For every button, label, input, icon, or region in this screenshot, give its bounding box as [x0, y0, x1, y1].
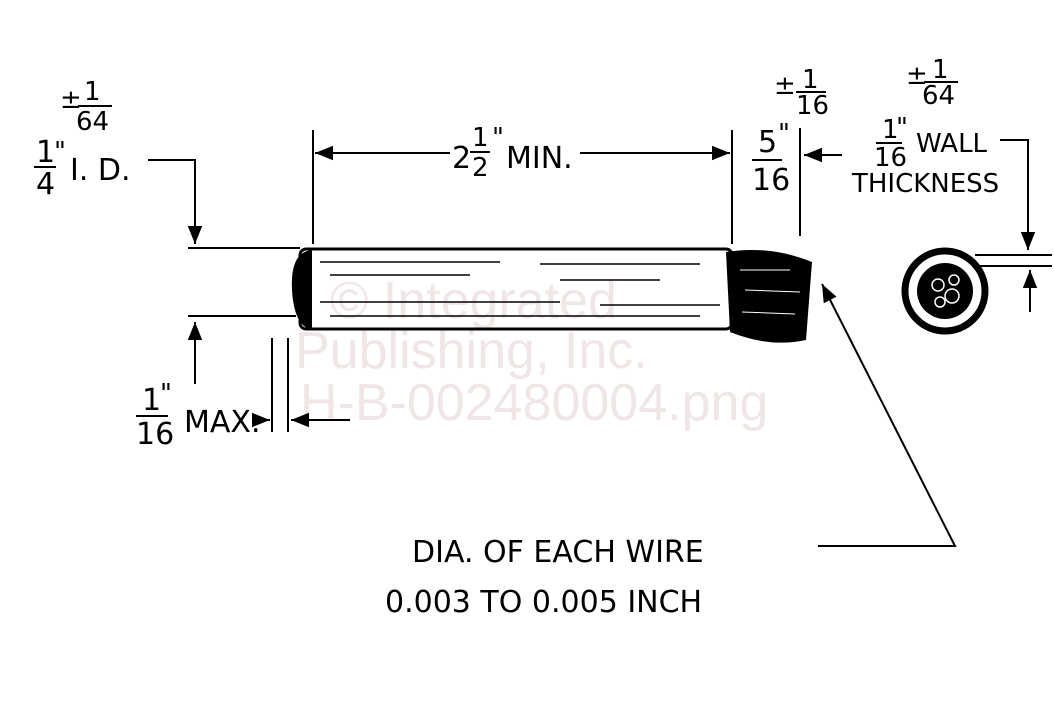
diagram-length-whole-label: 2 [452, 141, 471, 176]
diagram-wall-tol-sign-label: ± [906, 61, 928, 91]
watermark-line-1: © Integrated [330, 272, 617, 330]
tube-cross-section [901, 247, 989, 335]
diagram-brush-length-tol-num-label: 1 [802, 65, 819, 95]
diagram-inner-diameter-value-den-label: 4 [36, 167, 55, 202]
diagram-length-label-label: MIN. [506, 141, 573, 176]
watermark: © Integrated Publishing, Inc. H-B-002480… [295, 272, 768, 432]
diagram-inner-diameter-value-num-label: 1 [36, 135, 55, 170]
brush-length-dimension: 5 " 16 ± 1 16 [752, 65, 842, 236]
tube [291, 247, 734, 331]
diagram-brush-length-inch-label: " [778, 119, 790, 149]
diagram-wall-num-label: 1 [882, 115, 899, 145]
diagram-brush-length-tol-sign-label: ± [774, 71, 796, 101]
length-dimension: 2 1 2 " MIN. [312, 123, 733, 244]
watermark-line-3: H-B-002480004.png [300, 374, 768, 432]
inner-diameter-dimension: ± 1 64 1 " 4 I. D. [34, 77, 300, 317]
diagram-wire-line-1-label: DIA. OF EACH WIRE [412, 535, 704, 570]
diagram-inner-diameter-tol-sign-label: ± [60, 85, 82, 115]
diagram-wall-tol-den-label: 64 [922, 81, 955, 111]
wire-brush [726, 249, 812, 343]
diagram-inner-diameter-tol-den-label: 64 [76, 107, 109, 137]
diagram-wall-den-label: 16 [874, 143, 907, 173]
diagram-wall-label-1-label: WALL [916, 129, 988, 159]
diagram-length-inch-label: " [492, 123, 504, 153]
diagram-cap-den-label: 16 [136, 417, 174, 452]
brush-texture [740, 269, 801, 315]
diagram-wire-line-2-label: 0.003 TO 0.005 INCH [385, 585, 702, 620]
diagram-wall-label-2-label: THICKNESS [851, 169, 999, 199]
wall-thickness-dimension: ± 1 64 1 " 16 WALL THICKNESS [851, 55, 1052, 335]
diagram-cap-num-label: 1 [142, 383, 161, 418]
wire-callout: DIA. OF EACH WIRE 0.003 TO 0.005 INCH [385, 283, 957, 620]
diagram-inner-diameter-tol-num-label: 1 [84, 77, 101, 107]
cap-dimension: 1 " 16 MAX. [136, 322, 350, 452]
diagram-length-num-label: 1 [472, 123, 489, 153]
diagram-cap-label-label: MAX. [184, 405, 261, 440]
diagram-wall-inch-label: " [896, 113, 908, 143]
diagram-brush-length-den-label: 16 [752, 163, 790, 198]
diagram-brush-length-tol-den-label: 16 [796, 91, 829, 121]
watermark-line-2: Publishing, Inc. [295, 322, 648, 380]
diagram-cap-inch-label: " [160, 379, 172, 409]
diagram-inner-diameter-label-label: I. D. [70, 153, 131, 188]
diagram-inner-diameter-inch-label: " [54, 137, 66, 167]
diagram-brush-length-num-label: 5 [758, 125, 777, 160]
diagram-wall-tol-num-label: 1 [932, 55, 949, 85]
diagram-length-den-label: 2 [472, 153, 489, 183]
